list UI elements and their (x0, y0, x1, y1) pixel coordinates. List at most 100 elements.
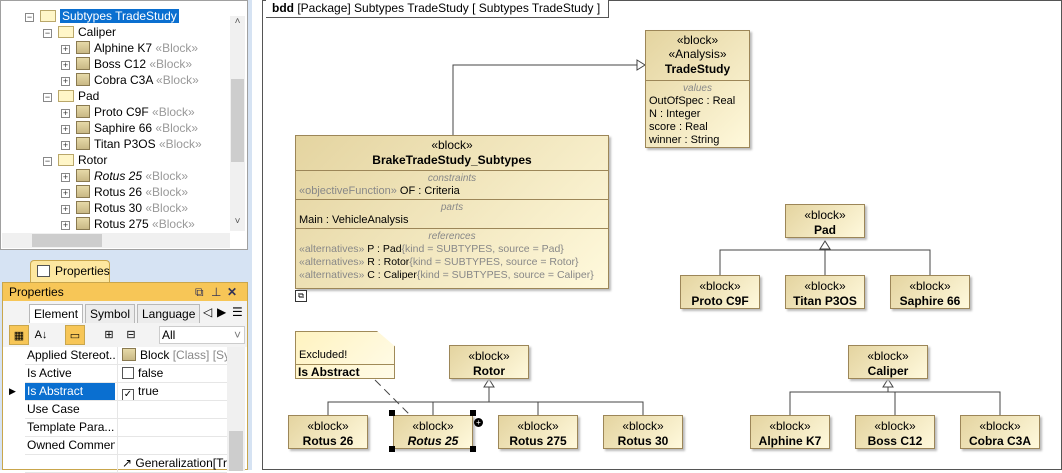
block-icon (76, 169, 90, 182)
add-icon[interactable]: + (474, 418, 483, 427)
block-icon (76, 105, 90, 118)
tree-item-block[interactable]: +Saphire 66 «Block» (61, 121, 199, 135)
checkbox-checked[interactable]: ✓ (122, 389, 134, 400)
collapse-all-icon[interactable]: ⊟ (126, 329, 136, 341)
block-rotor-child[interactable]: «block»Rotus 26 (288, 415, 368, 449)
row-pointer-icon: ▶ (9, 386, 16, 396)
tab-element[interactable]: Element (29, 304, 84, 323)
property-row[interactable]: Applied Stereot...Block [Class] [Sys (25, 347, 227, 365)
tab-prev-icon[interactable]: ◁ (203, 305, 213, 319)
tree-item-block[interactable]: +Boss C12 «Block» (61, 57, 193, 71)
block-icon (76, 73, 90, 86)
property-row[interactable]: ▶Is Abstract✓true (9, 383, 227, 401)
generalization-line[interactable] (452, 64, 637, 135)
containment-tree: −Subtypes TradeStudy −Caliper +Alphine K7… (0, 0, 248, 250)
scroll-down-icon[interactable]: ˅ (234, 216, 241, 227)
generalization-arrowhead (636, 59, 646, 71)
anchor-line[interactable] (374, 379, 411, 416)
expand-icon[interactable]: + (61, 108, 70, 118)
properties-scrollbar[interactable] (227, 347, 245, 471)
block-pad[interactable]: «block»Pad (785, 204, 865, 238)
expand-all-icon[interactable]: ⊞ (104, 329, 114, 341)
resize-handle[interactable] (389, 410, 395, 416)
properties-panel: Properties ⧉ ⊥ ✕ Element Symbol Language… (2, 282, 248, 473)
block-caliper-child[interactable]: «block»Boss C12 (855, 415, 935, 449)
show-description-icon[interactable]: ▭ (65, 325, 85, 345)
categorized-view-icon[interactable]: ▦ (9, 325, 29, 345)
block-rotor-child[interactable]: «block»Rotus 25 (393, 415, 473, 449)
scrollbar-thumb[interactable] (32, 234, 102, 247)
expand-icon[interactable]: + (61, 124, 70, 134)
collapse-icon[interactable]: − (43, 28, 52, 38)
property-row[interactable]: Template Para... (25, 419, 227, 437)
tab-language[interactable]: Language (137, 304, 201, 323)
tree-item-block[interactable]: +Cobra C3A «Block» (61, 73, 199, 87)
block-icon (76, 217, 90, 230)
scrollbar-thumb[interactable] (231, 79, 244, 162)
filter-select[interactable]: All˅ (159, 326, 245, 344)
note-comment[interactable]: Excluded! Is Abstract (295, 331, 395, 379)
scrollbar-thumb[interactable] (229, 431, 243, 471)
close-icon[interactable]: ✕ (227, 285, 238, 299)
block-caliper-child[interactable]: «block»Cobra C3A (960, 415, 1040, 449)
properties-toolbar: ▦ A↓ ▭ ⊞ ⊟ All˅ (3, 323, 247, 347)
tree-item-block[interactable]: +Rotus 275 «Block» (61, 217, 195, 231)
tab-menu-icon[interactable]: ☰ (232, 305, 243, 319)
expand-icon[interactable]: + (61, 220, 70, 230)
block-icon (122, 348, 136, 361)
diagram-link-icon[interactable]: ⧉ (295, 290, 307, 302)
block-pad-child[interactable]: «block»Proto C9F (680, 275, 760, 309)
property-row[interactable]: Use Case (25, 401, 227, 419)
expand-icon[interactable]: + (61, 76, 70, 86)
expand-icon[interactable]: + (61, 188, 70, 198)
block-rotor-child[interactable]: «block»Rotus 275 (498, 415, 578, 449)
resize-handle[interactable] (470, 446, 476, 452)
properties-tab[interactable]: Properties (30, 260, 110, 282)
block-icon (76, 137, 90, 150)
resize-handle[interactable] (389, 446, 395, 452)
resize-handle[interactable] (470, 410, 476, 416)
tree-item-block[interactable]: +Alphine K7 «Block» (61, 41, 199, 55)
package-icon (58, 154, 74, 166)
expand-icon[interactable]: + (61, 172, 70, 182)
tree-item-root[interactable]: −Subtypes TradeStudy (25, 9, 179, 23)
collapse-icon[interactable]: − (43, 156, 52, 166)
property-row[interactable]: Owned Comment (25, 437, 227, 455)
tree-horizontal-scrollbar[interactable] (2, 233, 230, 248)
tree-item-block[interactable]: +Rotus 30 «Block» (61, 201, 189, 215)
block-caliper-child[interactable]: «block»Alphine K7 (750, 415, 830, 449)
block-rotor-child[interactable]: «block»Rotus 30 (603, 415, 683, 449)
tab-next-icon[interactable]: ▶ (217, 305, 227, 319)
undock-icon[interactable]: ⧉ (195, 285, 204, 299)
tree-vertical-scrollbar[interactable]: ˄ ˅ (230, 16, 245, 231)
tree-item-block[interactable]: +Rotus 26 «Block» (61, 185, 189, 199)
tree-item-package[interactable]: −Pad (43, 89, 100, 103)
block-icon (76, 41, 90, 54)
properties-tabs: Element Symbol Language ◁ ▶ ☰ (3, 301, 247, 323)
collapse-icon[interactable]: − (25, 12, 34, 22)
tab-symbol[interactable]: Symbol (85, 304, 136, 323)
tree-item-package[interactable]: −Rotor (43, 153, 108, 167)
block-rotor[interactable]: «block»Rotor (449, 345, 529, 379)
pin-icon[interactable]: ⊥ (211, 285, 222, 299)
block-pad-child[interactable]: «block»Titan P3OS (785, 275, 865, 309)
sort-alphabetical-icon[interactable]: A↓ (34, 329, 48, 341)
expand-icon[interactable]: + (61, 140, 70, 150)
tree-item-package[interactable]: −Caliper (43, 25, 117, 39)
block-pad-child[interactable]: «block»Saphire 66 (890, 275, 970, 309)
tree-item-block[interactable]: +Titan P3OS «Block» (61, 137, 202, 151)
collapse-icon[interactable]: − (43, 92, 52, 102)
block-braketradestudy-subtypes[interactable]: «block»BrakeTradeStudy_Subtypes constrai… (295, 135, 609, 289)
tree-item-block[interactable]: +Rotus 25 «Block» (61, 169, 189, 183)
expand-icon[interactable]: + (61, 44, 70, 54)
expand-icon[interactable]: + (61, 60, 70, 70)
left-panel: −Subtypes TradeStudy −Caliper +Alphine K7… (0, 0, 252, 473)
tree-item-block[interactable]: +Proto C9F «Block» (61, 105, 195, 119)
scroll-up-icon[interactable]: ˄ (234, 16, 241, 27)
block-caliper[interactable]: «block»Caliper (848, 345, 928, 379)
expand-icon[interactable]: + (61, 204, 70, 214)
checkbox-unchecked[interactable] (122, 367, 134, 379)
block-icon (76, 121, 90, 134)
